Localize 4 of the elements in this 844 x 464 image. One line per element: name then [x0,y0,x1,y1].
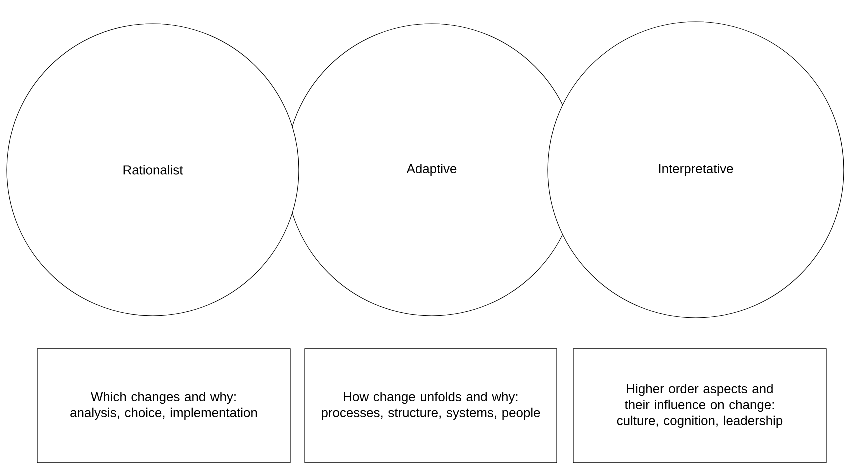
node-label: Interpretative [659,164,734,176]
text-box: How change unfolds and why: processes, structure, systems, people [304,348,558,464]
text-box: Higher order aspects and their influence on change: culture, cognition, leadership [573,348,827,464]
text-box: Which changes and why: analysis, choice, implementation [37,348,291,464]
